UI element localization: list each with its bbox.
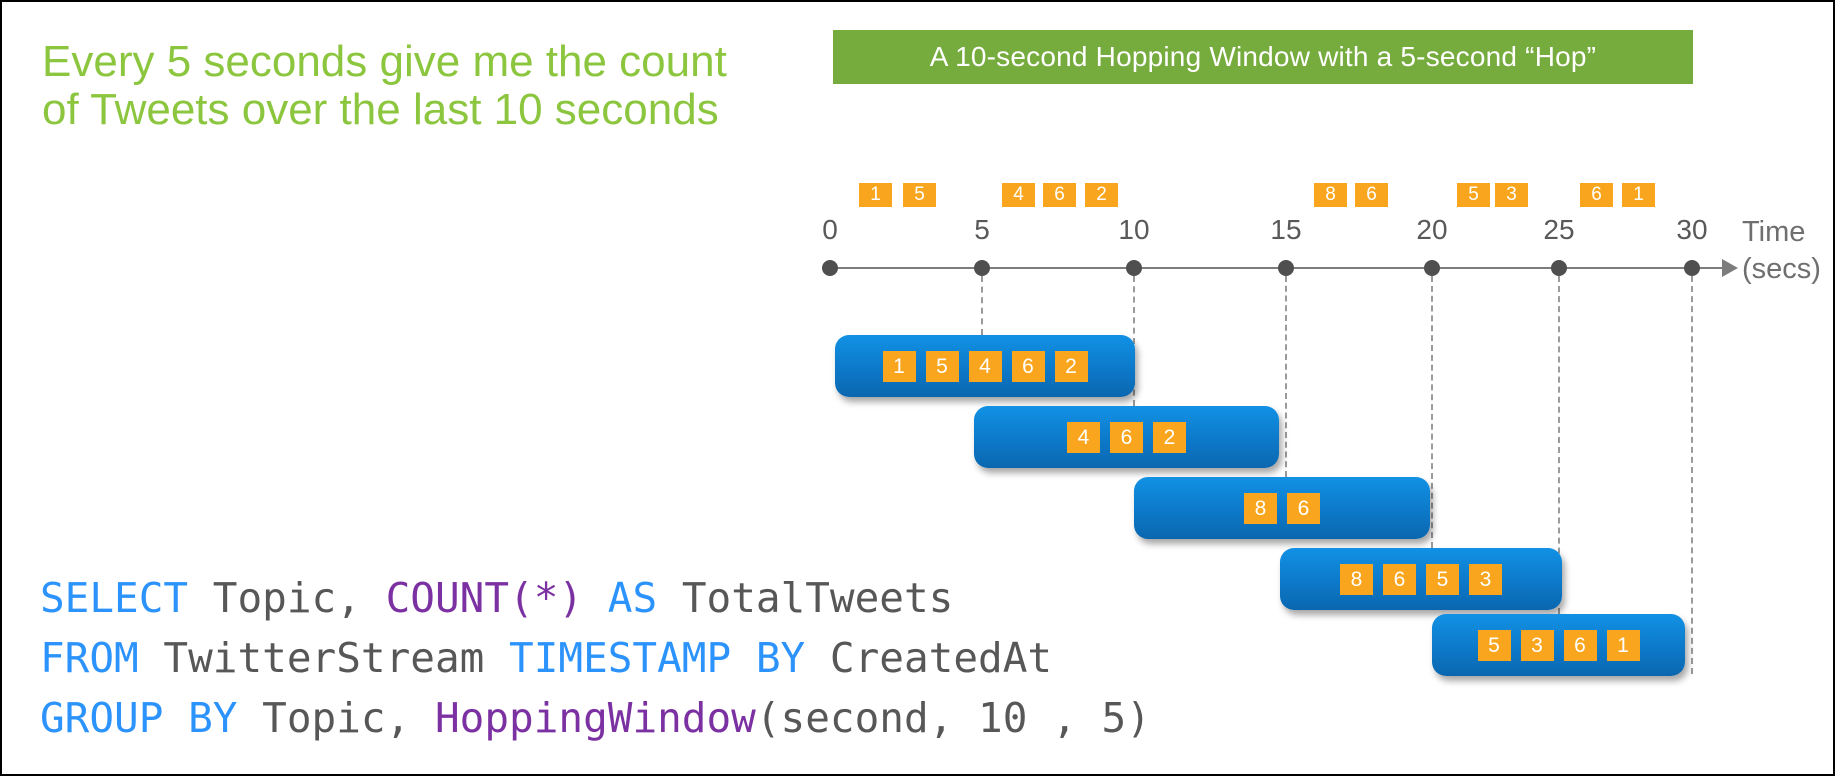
code-line: SELECT Topic, COUNT(*) AS TotalTweets xyxy=(40,568,1151,628)
time-axis-line xyxy=(822,267,1724,269)
code-token-plain: (second, 10 , 5) xyxy=(755,694,1151,742)
window-event-chip: 1 xyxy=(1606,629,1640,661)
window-event-chip: 1 xyxy=(882,350,916,382)
event-marker: 5 xyxy=(1457,183,1490,207)
tick-dashed-line xyxy=(981,276,983,335)
tick-dashed-line xyxy=(1133,276,1135,406)
time-axis-arrowhead-icon xyxy=(1722,259,1738,277)
tick-dot xyxy=(1424,260,1440,276)
tick-dot xyxy=(1278,260,1294,276)
window-event-chip: 6 xyxy=(1287,492,1320,524)
tick-dot xyxy=(1684,260,1700,276)
time-axis-label-line2: (secs) xyxy=(1742,253,1821,285)
tick-label: 20 xyxy=(1416,214,1448,245)
window-event-chip: 6 xyxy=(1110,421,1143,453)
tick-dot xyxy=(974,260,990,276)
code-line: FROM TwitterStream TIMESTAMP BY CreatedA… xyxy=(40,628,1151,688)
code-line: GROUP BY Topic, HoppingWindow(second, 10… xyxy=(40,688,1151,748)
window-event-chip: 5 xyxy=(1477,629,1511,661)
window-event-chip: 2 xyxy=(1153,421,1186,453)
event-marker: 1 xyxy=(859,183,892,207)
window-event-chip: 6 xyxy=(1011,350,1045,382)
code-token-kw: TIMESTAMP BY xyxy=(509,634,806,682)
code-token-plain: CreatedAt xyxy=(805,634,1053,682)
tick-label: 25 xyxy=(1543,214,1575,245)
tick-dashed-line xyxy=(1285,276,1287,477)
window-event-chip: 4 xyxy=(968,350,1002,382)
window-event-chip: 3 xyxy=(1520,629,1554,661)
code-token-plain: Topic, xyxy=(237,694,435,742)
code-token-plain: TotalTweets xyxy=(681,574,954,622)
event-marker: 5 xyxy=(903,183,936,207)
tick-dot xyxy=(822,260,838,276)
window-event-chip: 8 xyxy=(1244,492,1277,524)
window-event-chip: 3 xyxy=(1469,563,1502,595)
tick-label: 30 xyxy=(1676,214,1708,245)
time-axis-label: Time (secs) xyxy=(1742,214,1821,288)
headline-text: Every 5 seconds give me the count of Twe… xyxy=(42,37,727,134)
tick-label: 10 xyxy=(1118,214,1150,245)
window-event-chip: 6 xyxy=(1383,563,1416,595)
tick-dashed-line xyxy=(1558,276,1560,614)
banner-title: A 10-second Hopping Window with a 5-seco… xyxy=(929,41,1597,72)
tick-dashed-line xyxy=(1691,276,1693,674)
window-event-chip: 5 xyxy=(925,350,959,382)
event-marker: 1 xyxy=(1622,183,1655,207)
event-marker: 2 xyxy=(1085,183,1118,207)
window-event-chip: 2 xyxy=(1054,350,1088,382)
event-marker: 8 xyxy=(1314,183,1347,207)
window-event-chip: 6 xyxy=(1563,629,1597,661)
code-token-kw: AS xyxy=(583,574,682,622)
code-token-kw: GROUP BY xyxy=(40,694,238,742)
code-token-kw: FROM xyxy=(40,634,139,682)
banner-title-bar: A 10-second Hopping Window with a 5-seco… xyxy=(833,30,1693,84)
tick-dot xyxy=(1126,260,1142,276)
code-token-plain: Topic, xyxy=(188,574,386,622)
tick-label: 15 xyxy=(1270,214,1302,245)
code-token-plain: TwitterStream xyxy=(138,634,510,682)
code-token-kw: SELECT xyxy=(40,574,189,622)
tick-dashed-line xyxy=(1431,276,1433,548)
window-event-chip: 5 xyxy=(1426,563,1459,595)
window-event-chip: 8 xyxy=(1340,563,1373,595)
time-axis-label-line1: Time xyxy=(1742,216,1806,248)
tick-dot xyxy=(1551,260,1567,276)
event-marker: 6 xyxy=(1043,183,1076,207)
code-token-fn: HoppingWindow xyxy=(434,694,756,742)
event-marker: 3 xyxy=(1495,183,1528,207)
code-token-fn: COUNT(*) xyxy=(385,574,584,622)
event-marker: 4 xyxy=(1002,183,1035,207)
tick-label: 0 xyxy=(822,214,838,245)
event-marker: 6 xyxy=(1355,183,1388,207)
window-event-chip: 4 xyxy=(1067,421,1100,453)
event-marker: 6 xyxy=(1580,183,1613,207)
tick-label: 5 xyxy=(974,214,990,245)
